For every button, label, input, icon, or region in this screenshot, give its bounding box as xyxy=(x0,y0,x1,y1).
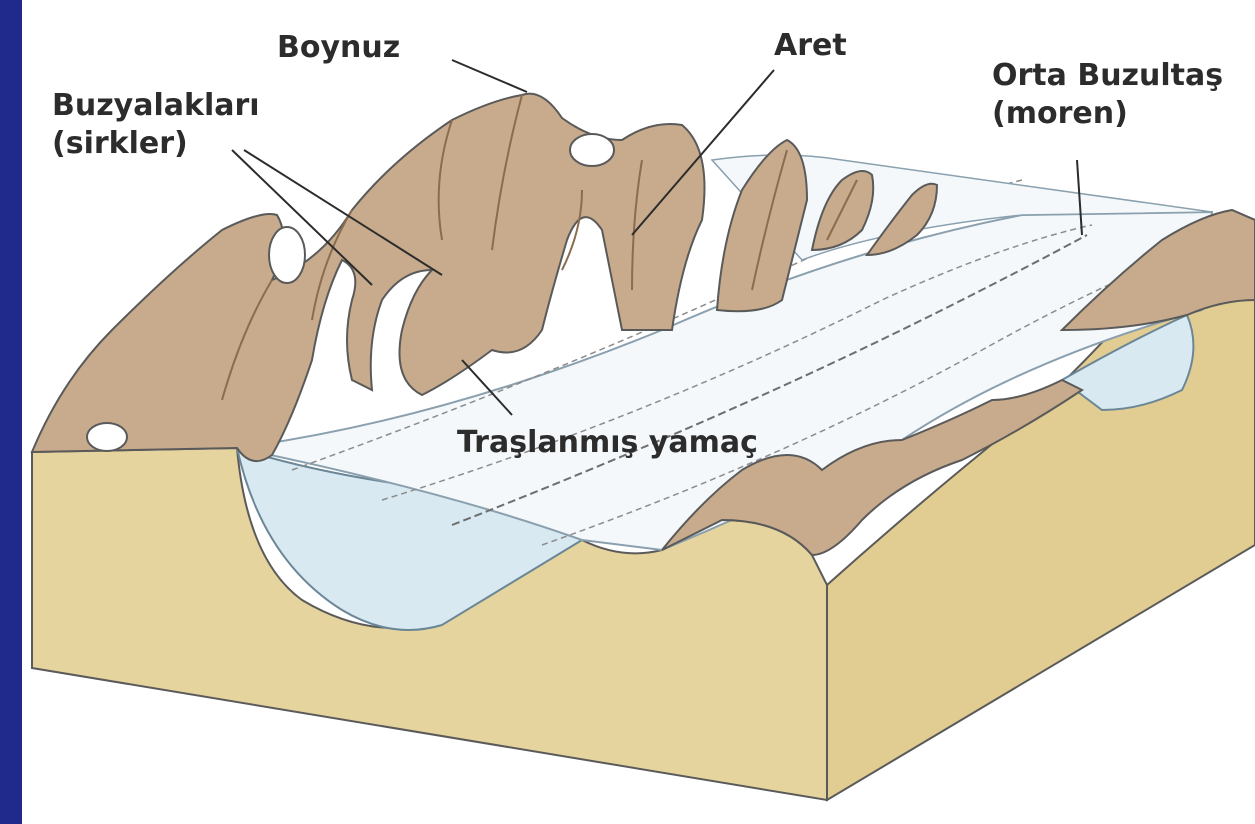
label-horn: Boynuz xyxy=(277,30,400,66)
diagram-canvas: Boynuz Aret Buzyalakları (sirkler) Orta … xyxy=(22,0,1255,824)
cirque-snow xyxy=(87,423,127,451)
cirque-snow xyxy=(570,134,614,166)
label-cirques-line1: Buzyalakları xyxy=(52,88,260,124)
label-medial-moraine-line1: Orta Buzultaş xyxy=(992,58,1223,94)
label-truncated-spur: Traşlanmış yamaç xyxy=(457,425,758,461)
cirque-snow xyxy=(269,227,305,283)
label-medial-moraine-line2: (moren) xyxy=(992,96,1128,132)
label-arete: Aret xyxy=(774,28,847,64)
label-cirques-line2: (sirkler) xyxy=(52,126,188,162)
leader-horn xyxy=(452,60,527,92)
